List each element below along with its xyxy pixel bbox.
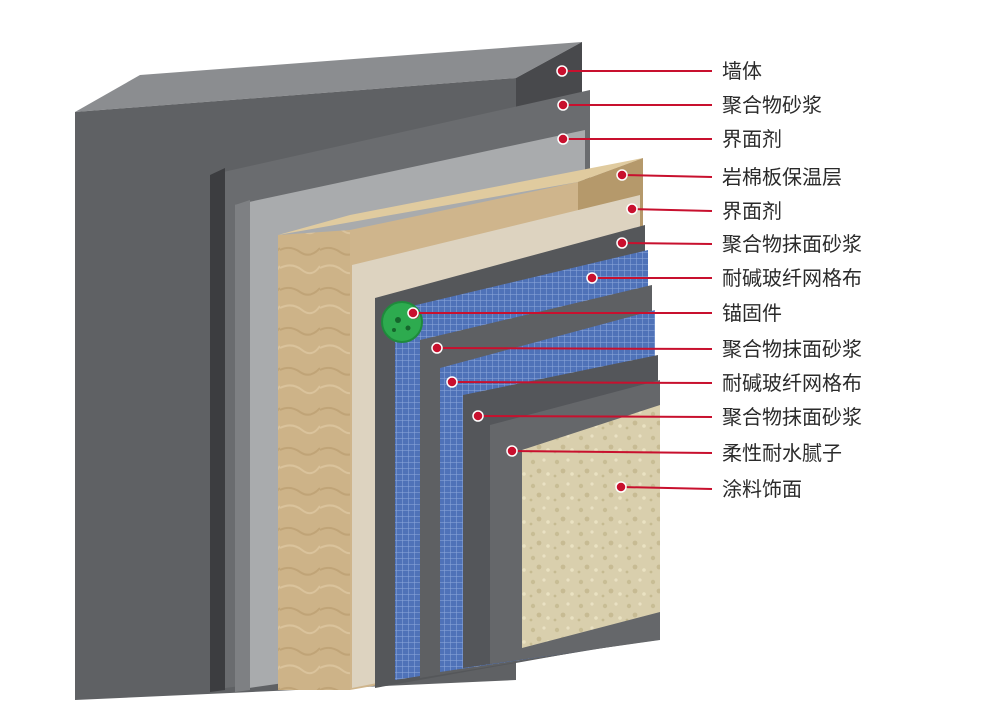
label-rockwool-board: 岩棉板保温层: [722, 165, 842, 189]
label-mesh-1: 耐碱玻纤网格布: [722, 266, 862, 290]
leader-dot: [586, 272, 598, 284]
leader-dot: [472, 410, 484, 422]
label-anchor: 锚固件: [722, 301, 782, 325]
leader-dot: [431, 342, 443, 354]
leader-dot: [557, 133, 569, 145]
label-interface-agent: 界面剂: [722, 127, 782, 151]
leader-line: [631, 208, 713, 212]
leader-dot: [446, 376, 458, 388]
label-polymer-mortar: 聚合物砂浆: [722, 93, 822, 117]
coating-finish-layer: [522, 405, 660, 648]
label-interface-agent-2: 界面剂: [722, 199, 782, 223]
leader-dot: [407, 307, 419, 319]
leader-line: [511, 450, 713, 454]
label-coating-finish: 涂料饰面: [722, 477, 802, 501]
leader-dot: [615, 481, 627, 493]
leader-line: [436, 347, 713, 350]
label-group: 墙体 聚合物砂浆 界面剂 岩棉板保温层 界面剂 聚合物抹面砂浆 耐碱玻纤网格布 …: [722, 59, 862, 501]
anchor-part: [381, 301, 423, 343]
label-putty: 柔性耐水腻子: [722, 441, 842, 465]
leader-dot: [616, 169, 628, 181]
leader-line: [451, 381, 713, 384]
leader-dot: [557, 99, 569, 111]
leader-group: [407, 65, 713, 493]
leader-dot: [616, 237, 628, 249]
leader-line: [621, 242, 713, 245]
label-plaster-mortar-1: 聚合物抹面砂浆: [722, 232, 862, 256]
leader-dot: [506, 445, 518, 457]
leader-line: [621, 174, 713, 178]
label-plaster-mortar-3: 聚合物抹面砂浆: [722, 405, 862, 429]
leader-dot: [626, 203, 638, 215]
label-mesh-2: 耐碱玻纤网格布: [722, 371, 862, 395]
label-wall: 墙体: [722, 59, 762, 83]
label-plaster-mortar-2: 聚合物抹面砂浆: [722, 337, 862, 361]
leader-line: [477, 415, 713, 418]
leader-dot: [556, 65, 568, 77]
leader-line: [620, 486, 713, 490]
